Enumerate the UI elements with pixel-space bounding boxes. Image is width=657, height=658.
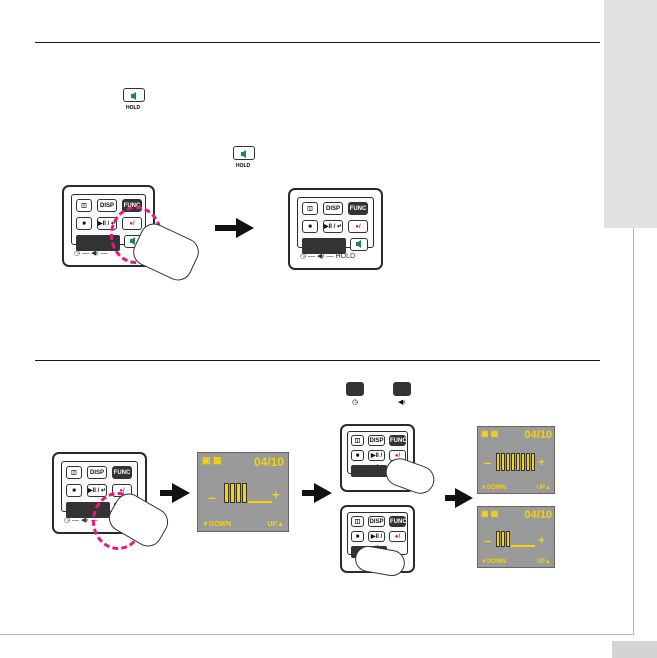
lcd-volume-bar	[506, 531, 510, 547]
lcd-icons: ▣ ▦	[481, 429, 499, 438]
lcd-volume-bar	[521, 453, 525, 471]
lcd-volume-bar	[496, 531, 500, 547]
stop-button: ■	[76, 217, 92, 230]
arrow-shaft-3	[302, 490, 316, 496]
lcd-up: UP▲	[267, 521, 284, 528]
lcd-volume-bar	[496, 453, 500, 471]
remote-control-2: ◫ DISP FUNC ■ ▶II / ↵ ●/ ◷ — ◀‹ — HOLD	[288, 188, 383, 270]
rec-button: ●/	[389, 531, 406, 542]
page-number-tab	[612, 641, 657, 658]
play-button: ▶II / ↵	[323, 220, 343, 233]
menu-button: ◫	[76, 199, 92, 212]
play-button: ▶II / ↵	[87, 484, 107, 497]
arrow-1	[236, 218, 254, 238]
func-button: FUNC	[112, 466, 132, 479]
lcd-plus: +	[272, 487, 280, 502]
disp-button: DISP	[323, 202, 343, 215]
func-button: FUNC	[389, 516, 407, 527]
arrow-shaft-1	[215, 225, 237, 231]
remote-legend: ◷ — ◀‹ —	[74, 250, 108, 257]
remote-panel: ◫ DISP FUNC ■ ▶II / ↵ ●/	[297, 197, 374, 254]
timer-glyph: ◷	[352, 399, 359, 406]
lcd-volume-baseline	[248, 501, 272, 503]
lcd-volume-bar	[242, 483, 247, 503]
rewind-button-icon	[346, 382, 364, 396]
lcd-volume-screen-3: ▣ ▦ 04/10 – + ▼DOWN UP▲	[477, 506, 555, 568]
lcd-volume-bar	[224, 483, 229, 503]
lcd-icons: ▣ ▦	[202, 455, 222, 465]
lcd-up: UP▲	[536, 485, 551, 491]
lcd-down: ▼DOWN	[481, 485, 506, 491]
lcd-icons: ▣ ▦	[481, 509, 499, 518]
lcd-down: ▼DOWN	[481, 559, 506, 565]
hold-label-2: HOLD	[236, 163, 251, 169]
stop-button: ■	[351, 450, 364, 461]
lcd-minus: –	[208, 489, 216, 505]
lcd-volume-bar	[511, 453, 515, 471]
rec-button: ●/	[348, 220, 368, 233]
lcd-down: ▼DOWN	[202, 521, 232, 528]
arrow-shaft-2	[160, 490, 174, 496]
lcd-volume-bar	[526, 453, 530, 471]
lcd-minus: –	[484, 455, 492, 470]
lcd-minus: –	[484, 533, 492, 548]
stop-button: ■	[351, 531, 364, 542]
volume-button	[350, 238, 368, 251]
lcd-volume-bar	[236, 483, 241, 503]
stop-button: ■	[66, 484, 82, 497]
lcd-volume-bar	[501, 531, 505, 547]
lcd-plus: +	[538, 533, 546, 547]
lcd-track: 04/10	[524, 509, 552, 521]
disp-button: DISP	[87, 466, 107, 479]
menu-button: ◫	[351, 435, 364, 446]
lcd-volume-bar	[230, 483, 235, 503]
menu-button: ◫	[351, 516, 364, 527]
lcd-track: 04/10	[253, 455, 284, 469]
volume-button-icon-2	[233, 146, 255, 160]
lcd-volume-screen-1: ▣ ▦ 04/10 – + ▼DOWN UP▲	[197, 452, 289, 532]
remote-panel: ◫ DISP FUNC ■ ▶II / ↵ ●/	[71, 194, 146, 251]
disp-button: DISP	[97, 199, 117, 212]
skip-bar	[76, 235, 120, 251]
page-border-right	[633, 0, 634, 635]
section-rule-middle	[35, 360, 600, 361]
arrow-2	[172, 483, 190, 503]
disp-button: DISP	[368, 435, 385, 446]
lcd-volume-bar	[531, 453, 535, 471]
play-button: ▶II / ↵	[368, 531, 385, 551]
lcd-volume-screen-2: ▣ ▦ 04/10 – + ▼DOWN UP▲	[477, 426, 555, 494]
play-button: ▶II / ↵	[368, 450, 385, 470]
lcd-up: UP▲	[536, 559, 551, 565]
menu-button: ◫	[302, 202, 318, 215]
hold-label: HOLD	[335, 253, 356, 260]
menu-button: ◫	[66, 466, 82, 479]
lcd-volume-baseline	[511, 545, 535, 547]
remote-legend: ◷ — ◀‹ — HOLD	[300, 253, 356, 260]
func-button: FUNC	[348, 202, 368, 215]
lcd-volume-bar	[516, 453, 520, 471]
remote-legend: ◷ — ◀‹ —	[64, 517, 98, 524]
page-border-bottom	[0, 634, 634, 635]
lcd-plus: +	[538, 455, 546, 469]
arrow-4	[455, 488, 473, 508]
lcd-volume-bar	[506, 453, 510, 471]
func-button: FUNC	[389, 435, 407, 446]
skip-bar	[351, 465, 387, 477]
volume-glyph: ◀‹	[398, 399, 406, 406]
remote-panel: ◫ DISP FUNC ■ ▶II / ↵ ●/	[347, 512, 408, 558]
stop-button: ■	[302, 220, 318, 233]
forward-button-icon	[393, 382, 411, 396]
disp-button: DISP	[368, 516, 385, 527]
arrow-shaft-4	[445, 495, 457, 501]
lcd-track: 04/10	[524, 429, 552, 441]
side-tab	[604, 0, 657, 228]
lcd-volume-bar	[501, 453, 505, 471]
section-rule-top	[35, 42, 600, 43]
volume-button-icon	[123, 88, 145, 102]
hold-label-1: HOLD	[126, 105, 141, 111]
skip-bar	[302, 238, 346, 254]
arrow-3	[314, 483, 332, 503]
